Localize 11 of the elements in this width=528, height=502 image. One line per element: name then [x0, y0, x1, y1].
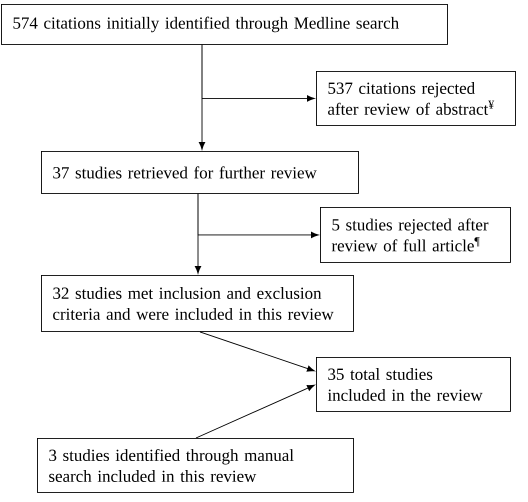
arrow	[198, 193, 319, 238]
process-box: 3 studies identified through manual search included in this review	[37, 438, 354, 493]
process-box: 574 citations initially identified through Medline search	[1, 4, 448, 45]
arrow	[202, 44, 315, 102]
arrow	[196, 384, 315, 438]
process-box: 537 citations rejected after review of abstract$^{¥}$	[316, 71, 516, 126]
process-box: 32 studies met inclusion and exclusion criteria and were included in this review	[41, 275, 354, 332]
process-box: 35 total studies included in the review	[316, 357, 511, 412]
process-box: 5 studies rejected after review of full article$^{¶}$	[320, 207, 511, 263]
process-box: 37 studies retrieved for further review	[41, 151, 359, 194]
arrow	[200, 331, 315, 372]
